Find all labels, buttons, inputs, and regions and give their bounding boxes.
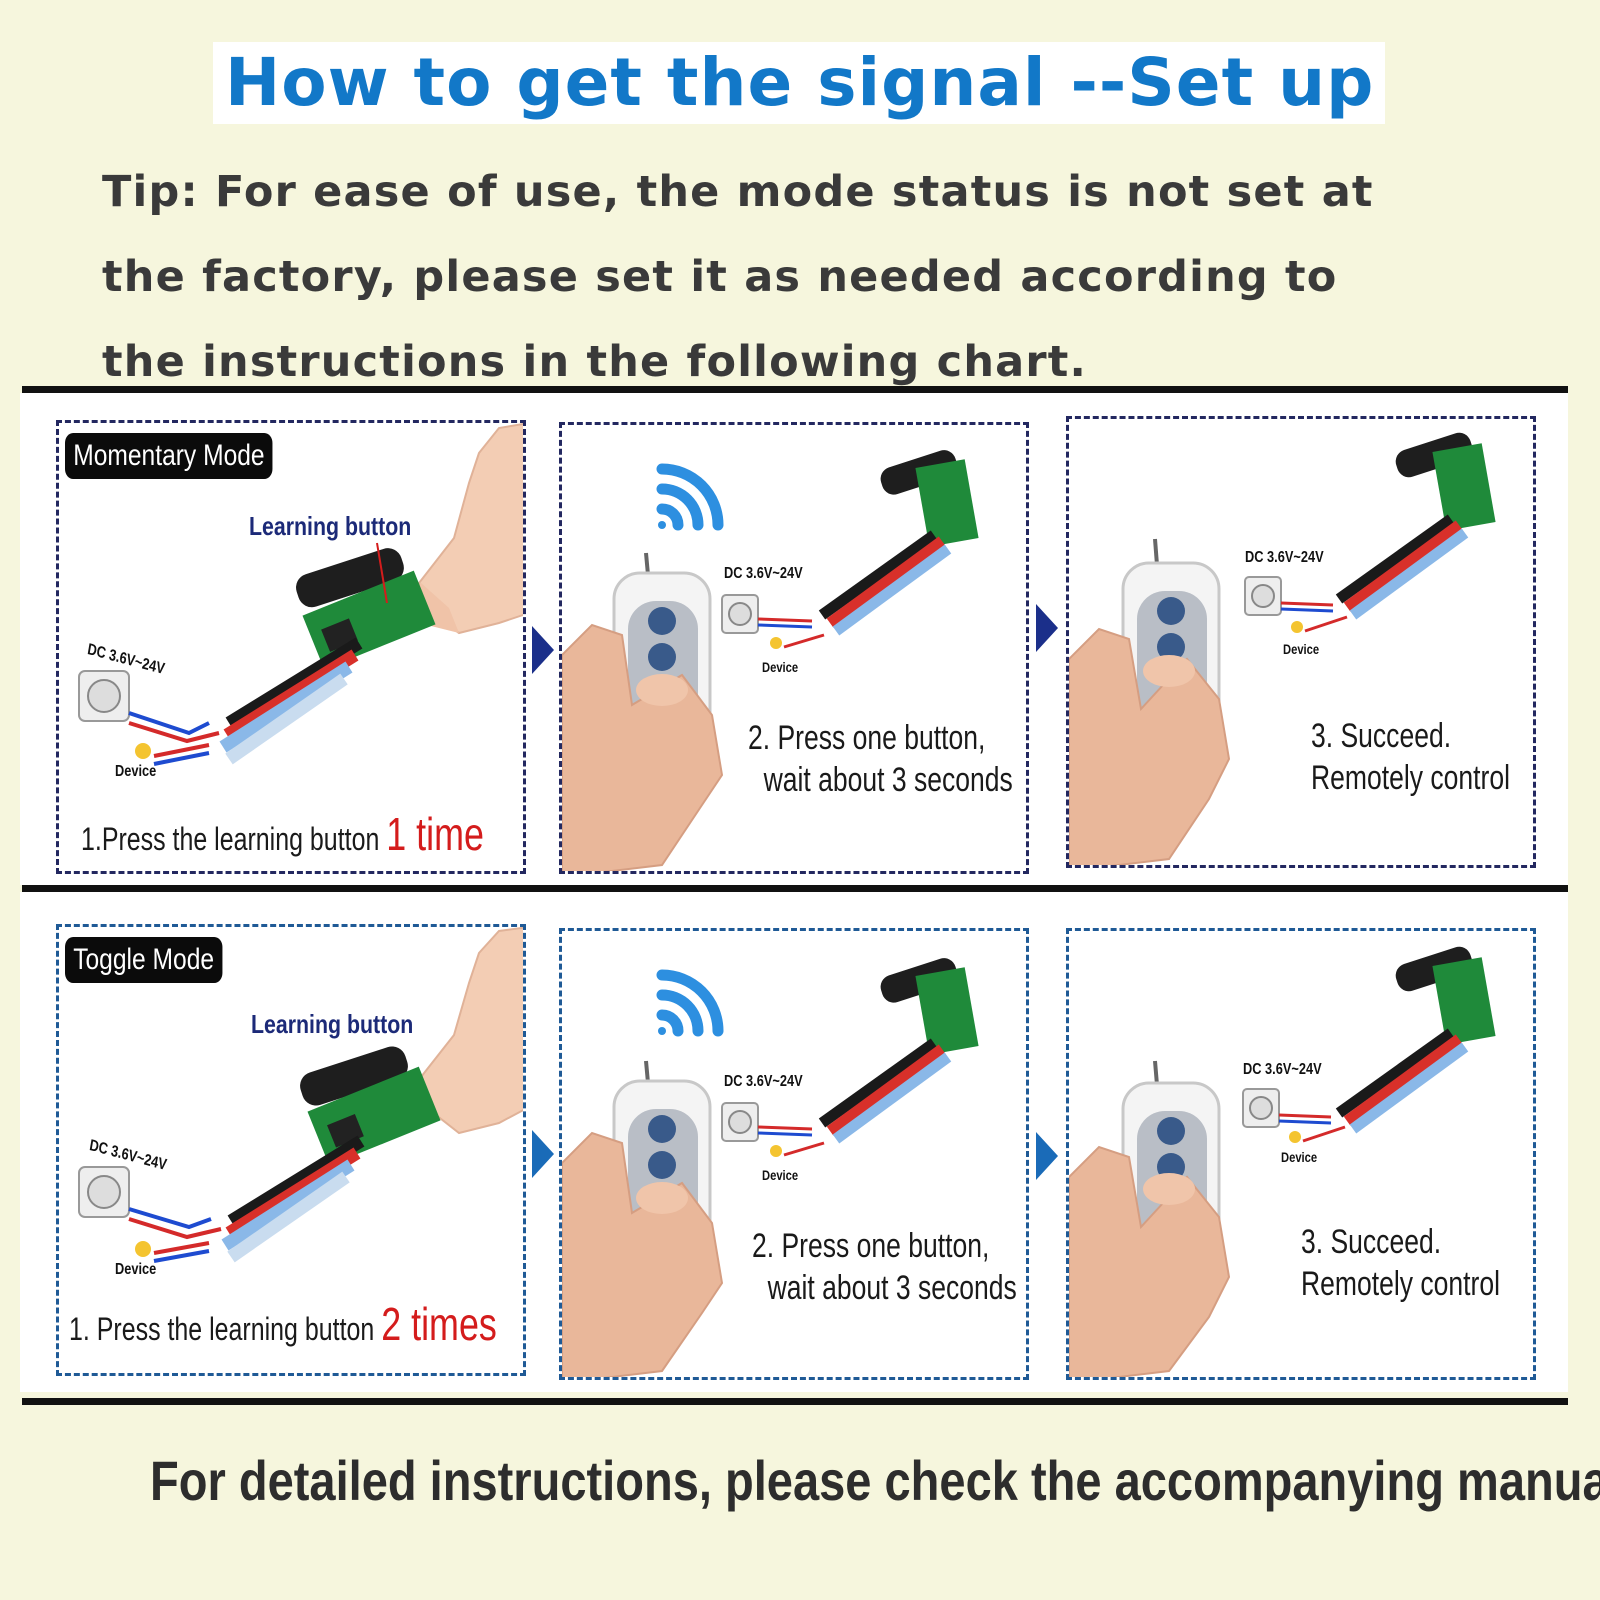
dc-voltage-label: DC 3.6V~24V — [724, 565, 803, 582]
wifi-signal-icon — [656, 463, 724, 531]
toggle-step3-caption: 3. Succeed. Remotely control — [1301, 1221, 1500, 1305]
momentary-step3-panel: DC 3.6V~24V Device 3. Succeed. Remotely … — [1066, 416, 1536, 868]
press-count: 1 time — [386, 808, 484, 860]
tip-line-1: Tip: For ease of use, the mode status is… — [102, 167, 1374, 217]
dc-voltage-label: DC 3.6V~24V — [1243, 1061, 1322, 1078]
tip-line-3: the instructions in the following chart. — [102, 337, 1088, 387]
device-label: Device — [1283, 641, 1320, 657]
device-label: Device — [1281, 1149, 1318, 1165]
toggle-step1-caption: 1. Press the learning button 2 times — [69, 1297, 497, 1351]
chevron-right-icon — [1036, 604, 1058, 652]
step2-line1: 2. Press one button, — [748, 719, 986, 757]
dc-voltage-label: DC 3.6V~24V — [1245, 549, 1324, 566]
receiver-module-illustration — [78, 423, 523, 766]
remote-success-illustration — [1069, 432, 1496, 865]
remote-success-illustration — [1069, 946, 1496, 1377]
step2-line1: 2. Press one button, — [752, 1227, 990, 1265]
wifi-signal-icon — [656, 969, 724, 1037]
remote-press-illustration — [562, 958, 979, 1377]
momentary-step1-caption: 1.Press the learning button 1 time — [81, 807, 484, 861]
momentary-step2-panel: DC 3.6V~24V Device 2. Press one button, … — [559, 422, 1029, 874]
learning-button-label: Learning button — [249, 511, 412, 541]
step3-line1: 3. Succeed. — [1301, 1223, 1442, 1261]
page-title: How to get the signal --Set up — [225, 44, 1375, 121]
remote-press-illustration — [562, 450, 979, 871]
momentary-step2-caption: 2. Press one button, wait about 3 second… — [748, 717, 1013, 801]
step3-line2: Remotely control — [1301, 1265, 1500, 1303]
toggle-step1-panel: Toggle Mode Learning button DC 3.6V~24V … — [56, 924, 526, 1376]
toggle-step2-panel: DC 3.6V~24V Device 2. Press one button, … — [559, 928, 1029, 1380]
toggle-mode-badge: Toggle Mode — [65, 937, 223, 983]
chevron-right-icon — [532, 1130, 554, 1178]
step2-line2: wait about 3 seconds — [767, 1269, 1017, 1307]
receiver-module-illustration — [78, 927, 523, 1263]
device-label: Device — [762, 659, 799, 675]
title-banner: How to get the signal --Set up — [213, 42, 1385, 124]
step1-text: 1. Press the learning button — [69, 1311, 382, 1347]
step1-text: 1.Press the learning button — [81, 821, 387, 857]
divider-middle — [22, 885, 1568, 892]
chevron-right-icon — [532, 626, 554, 674]
step2-line2: wait about 3 seconds — [763, 761, 1013, 799]
device-label: Device — [115, 1261, 157, 1278]
device-label: Device — [115, 763, 157, 780]
footer-note: For detailed instructions, please check … — [150, 1449, 1600, 1512]
momentary-step1-panel: Momentary Mode Learning button DC 3.6V~2… — [56, 420, 526, 874]
divider-top — [22, 386, 1568, 393]
step3-line2: Remotely control — [1311, 759, 1510, 797]
toggle-step3-panel: DC 3.6V~24V Device 3. Succeed. Remotely … — [1066, 928, 1536, 1380]
chevron-right-icon — [1036, 1132, 1058, 1180]
tip-line-2: the factory, please set it as needed acc… — [102, 252, 1338, 302]
divider-bottom — [22, 1398, 1568, 1405]
dc-voltage-label: DC 3.6V~24V — [724, 1073, 803, 1090]
step3-line1: 3. Succeed. — [1311, 717, 1452, 755]
tip-paragraph: Tip: For ease of use, the mode status is… — [102, 150, 1542, 405]
press-count: 2 times — [381, 1298, 497, 1350]
toggle-step2-caption: 2. Press one button, wait about 3 second… — [752, 1225, 1017, 1309]
momentary-step3-caption: 3. Succeed. Remotely control — [1311, 715, 1510, 799]
momentary-mode-badge: Momentary Mode — [65, 433, 273, 479]
learning-button-label: Learning button — [251, 1009, 414, 1039]
device-label: Device — [762, 1167, 799, 1183]
